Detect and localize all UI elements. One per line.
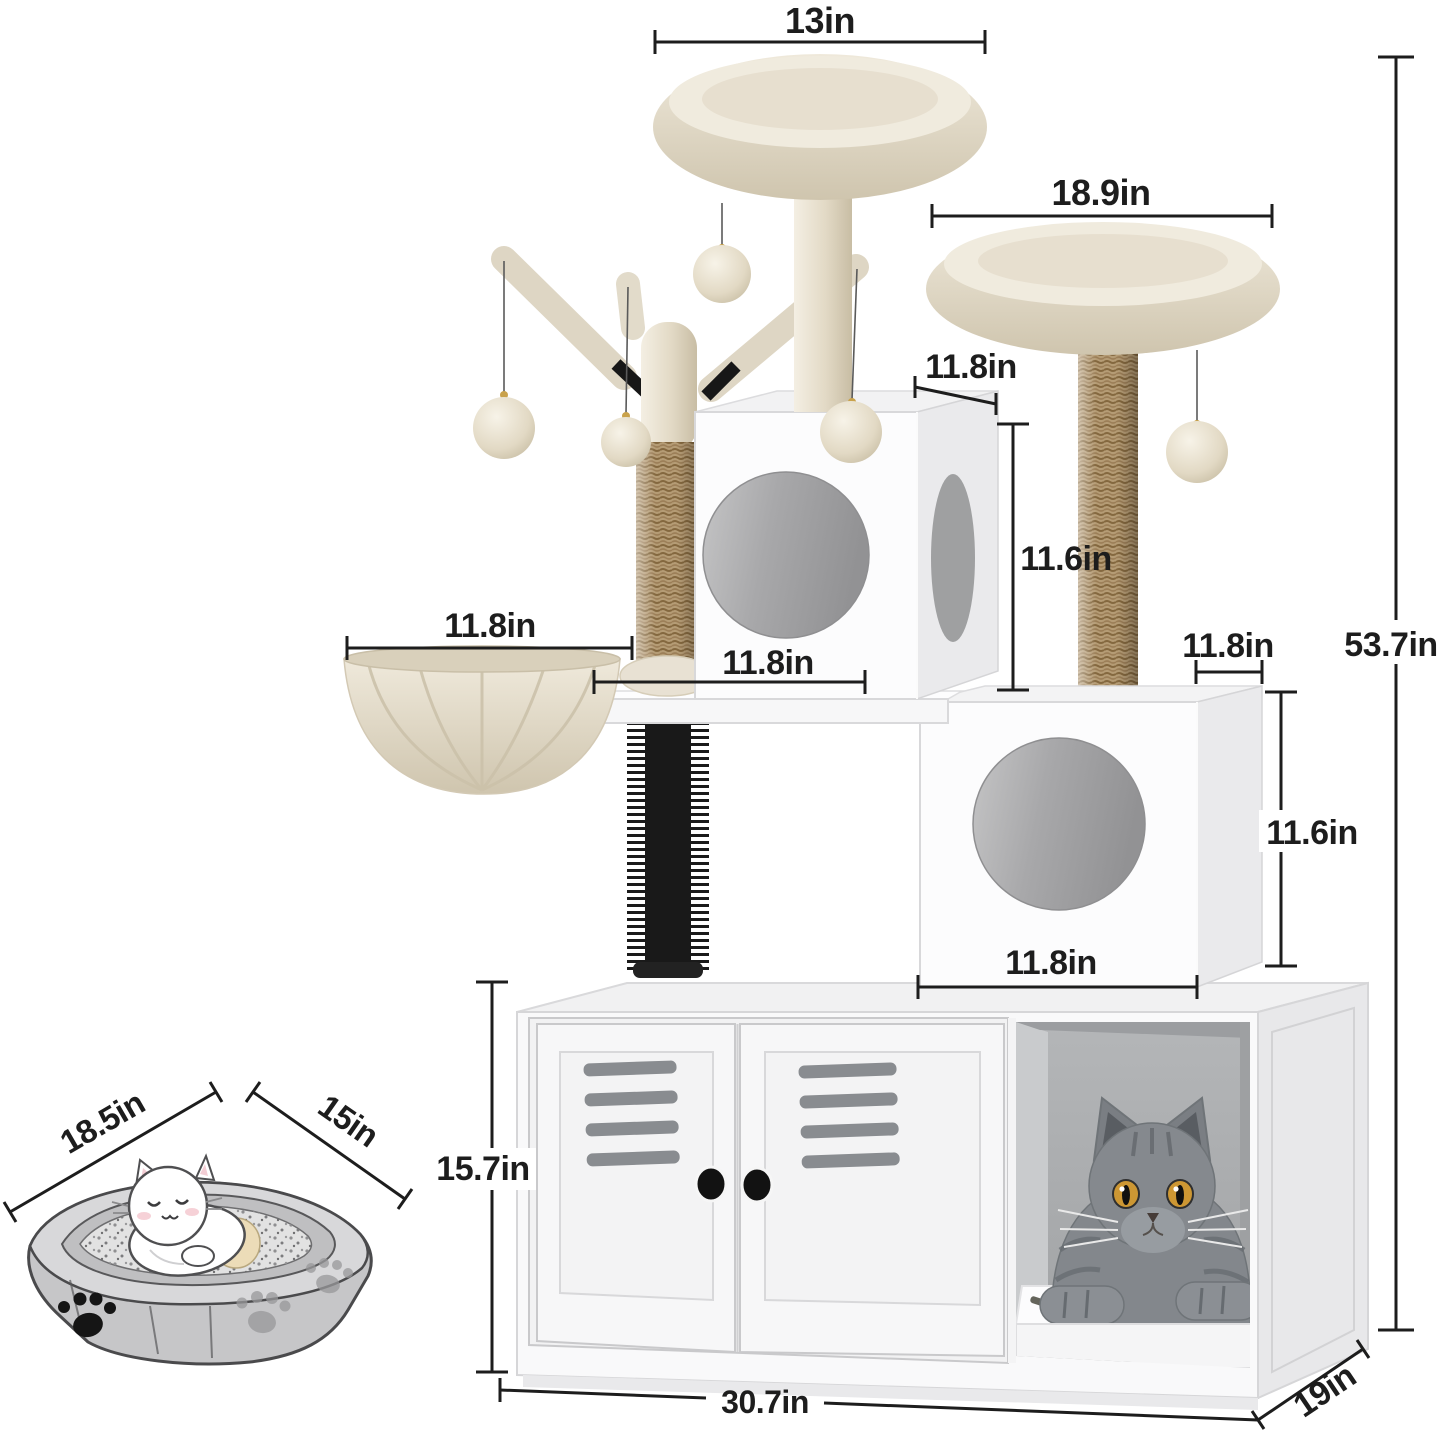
door-left-panel: [559, 1051, 714, 1302]
cabinet-door-left: [536, 1023, 736, 1354]
upper-condo-hole: [702, 471, 870, 639]
pom-pom-mid-right: [820, 401, 882, 463]
dim-label-overall-height: 53.7in: [1344, 626, 1437, 664]
compartment-right-wall: [1240, 1022, 1250, 1362]
upper-condo-side-hole: [931, 474, 975, 642]
pom-pom-mid-left: [601, 417, 651, 467]
dim-label-cabinet-height: 15.7in: [436, 1150, 529, 1188]
cat-photo: [1039, 1096, 1250, 1333]
lower-condo-hole: [972, 737, 1146, 911]
door-left-vent-slats: [583, 1060, 680, 1167]
dim-label-upper-condo-height: 11.6in: [1020, 540, 1112, 578]
dim-label-top-perch-width: 13in: [785, 0, 855, 41]
compartment-frame-left: [1008, 1018, 1016, 1363]
dim-label-upper-condo-depth: 11.8in: [925, 348, 1017, 386]
cartoon-cat-eyes: [147, 1199, 189, 1207]
dimension-lines: [2, 30, 1414, 1430]
lower-condo: [919, 685, 1263, 989]
dim-label-lower-condo-depth: 11.8in: [1182, 627, 1274, 665]
label-backer: [432, 1148, 536, 1190]
cartoon-cat-paw: [181, 1245, 215, 1267]
cat-muzzle: [1121, 1207, 1185, 1253]
dim-label-cabinet-width: 30.7in: [721, 1384, 809, 1420]
cabinet-door-right: [739, 1023, 1005, 1358]
compartment-left-wall: [1016, 1022, 1048, 1356]
label-backer: [1259, 810, 1365, 852]
tree-branches: [491, 246, 869, 697]
branch-stub: [616, 272, 645, 340]
door-knob-right: [740, 1166, 774, 1204]
hammock-pleats: [366, 661, 598, 792]
cartoon-cat-head: [127, 1165, 209, 1247]
tree-trunk-plush: [641, 322, 697, 452]
cat-paw-left: [1039, 1285, 1125, 1325]
dim-label-hammock-width: 11.8in: [444, 607, 536, 645]
top-perch: [653, 54, 987, 412]
door-right-panel: [764, 1051, 981, 1307]
paw-print-black: [58, 1292, 116, 1338]
upper-condo: [694, 390, 999, 701]
pom-pom-top: [693, 245, 751, 303]
hammock: [343, 645, 621, 795]
open-compartment: [1008, 1018, 1250, 1368]
compartment-ceiling-shadow: [1016, 1022, 1250, 1038]
dim-label-upper-condo-width: 11.8in: [722, 644, 814, 682]
cabinet-side-face: [1257, 981, 1369, 1400]
cat-paw-right: [1175, 1281, 1250, 1321]
cat-whiskers: [1057, 1209, 1249, 1248]
dim-label-second-perch-width: 18.9in: [1051, 172, 1150, 213]
cartoon-cat: [111, 1153, 261, 1277]
pom-pom-left: [473, 397, 535, 459]
litter-cabinet: [516, 981, 1369, 1410]
cabinet-side-panel-groove: [1271, 1006, 1355, 1374]
cat-eyes: [1112, 1179, 1194, 1209]
door-knob-left: [694, 1165, 728, 1203]
dim-label-lower-condo-height: 11.6in: [1266, 814, 1358, 852]
cabinet-base-strip: [523, 1375, 1258, 1410]
lower-condo-side: [1196, 685, 1263, 989]
groomer-brush-post: [627, 722, 709, 978]
top-perch-post: [794, 160, 852, 412]
paw-print-faded: [236, 1258, 353, 1334]
branch-connector-right: [701, 361, 741, 401]
label-backer: [1339, 620, 1443, 664]
cartoon-cat-whiskers: [111, 1197, 223, 1214]
branch-left: [491, 246, 637, 390]
second-perch-post: [1078, 335, 1138, 692]
second-perch: [926, 222, 1280, 355]
hammock-rim: [343, 645, 621, 673]
litter-pan-illustration: [27, 1153, 373, 1366]
pom-pom-right: [1166, 421, 1228, 483]
tree-trunk-sisal: [636, 442, 700, 670]
tree-pom-poms: [473, 261, 882, 467]
door-right-vent-slats: [798, 1062, 900, 1169]
dim-label-lower-condo-width: 11.8in: [1005, 944, 1097, 982]
